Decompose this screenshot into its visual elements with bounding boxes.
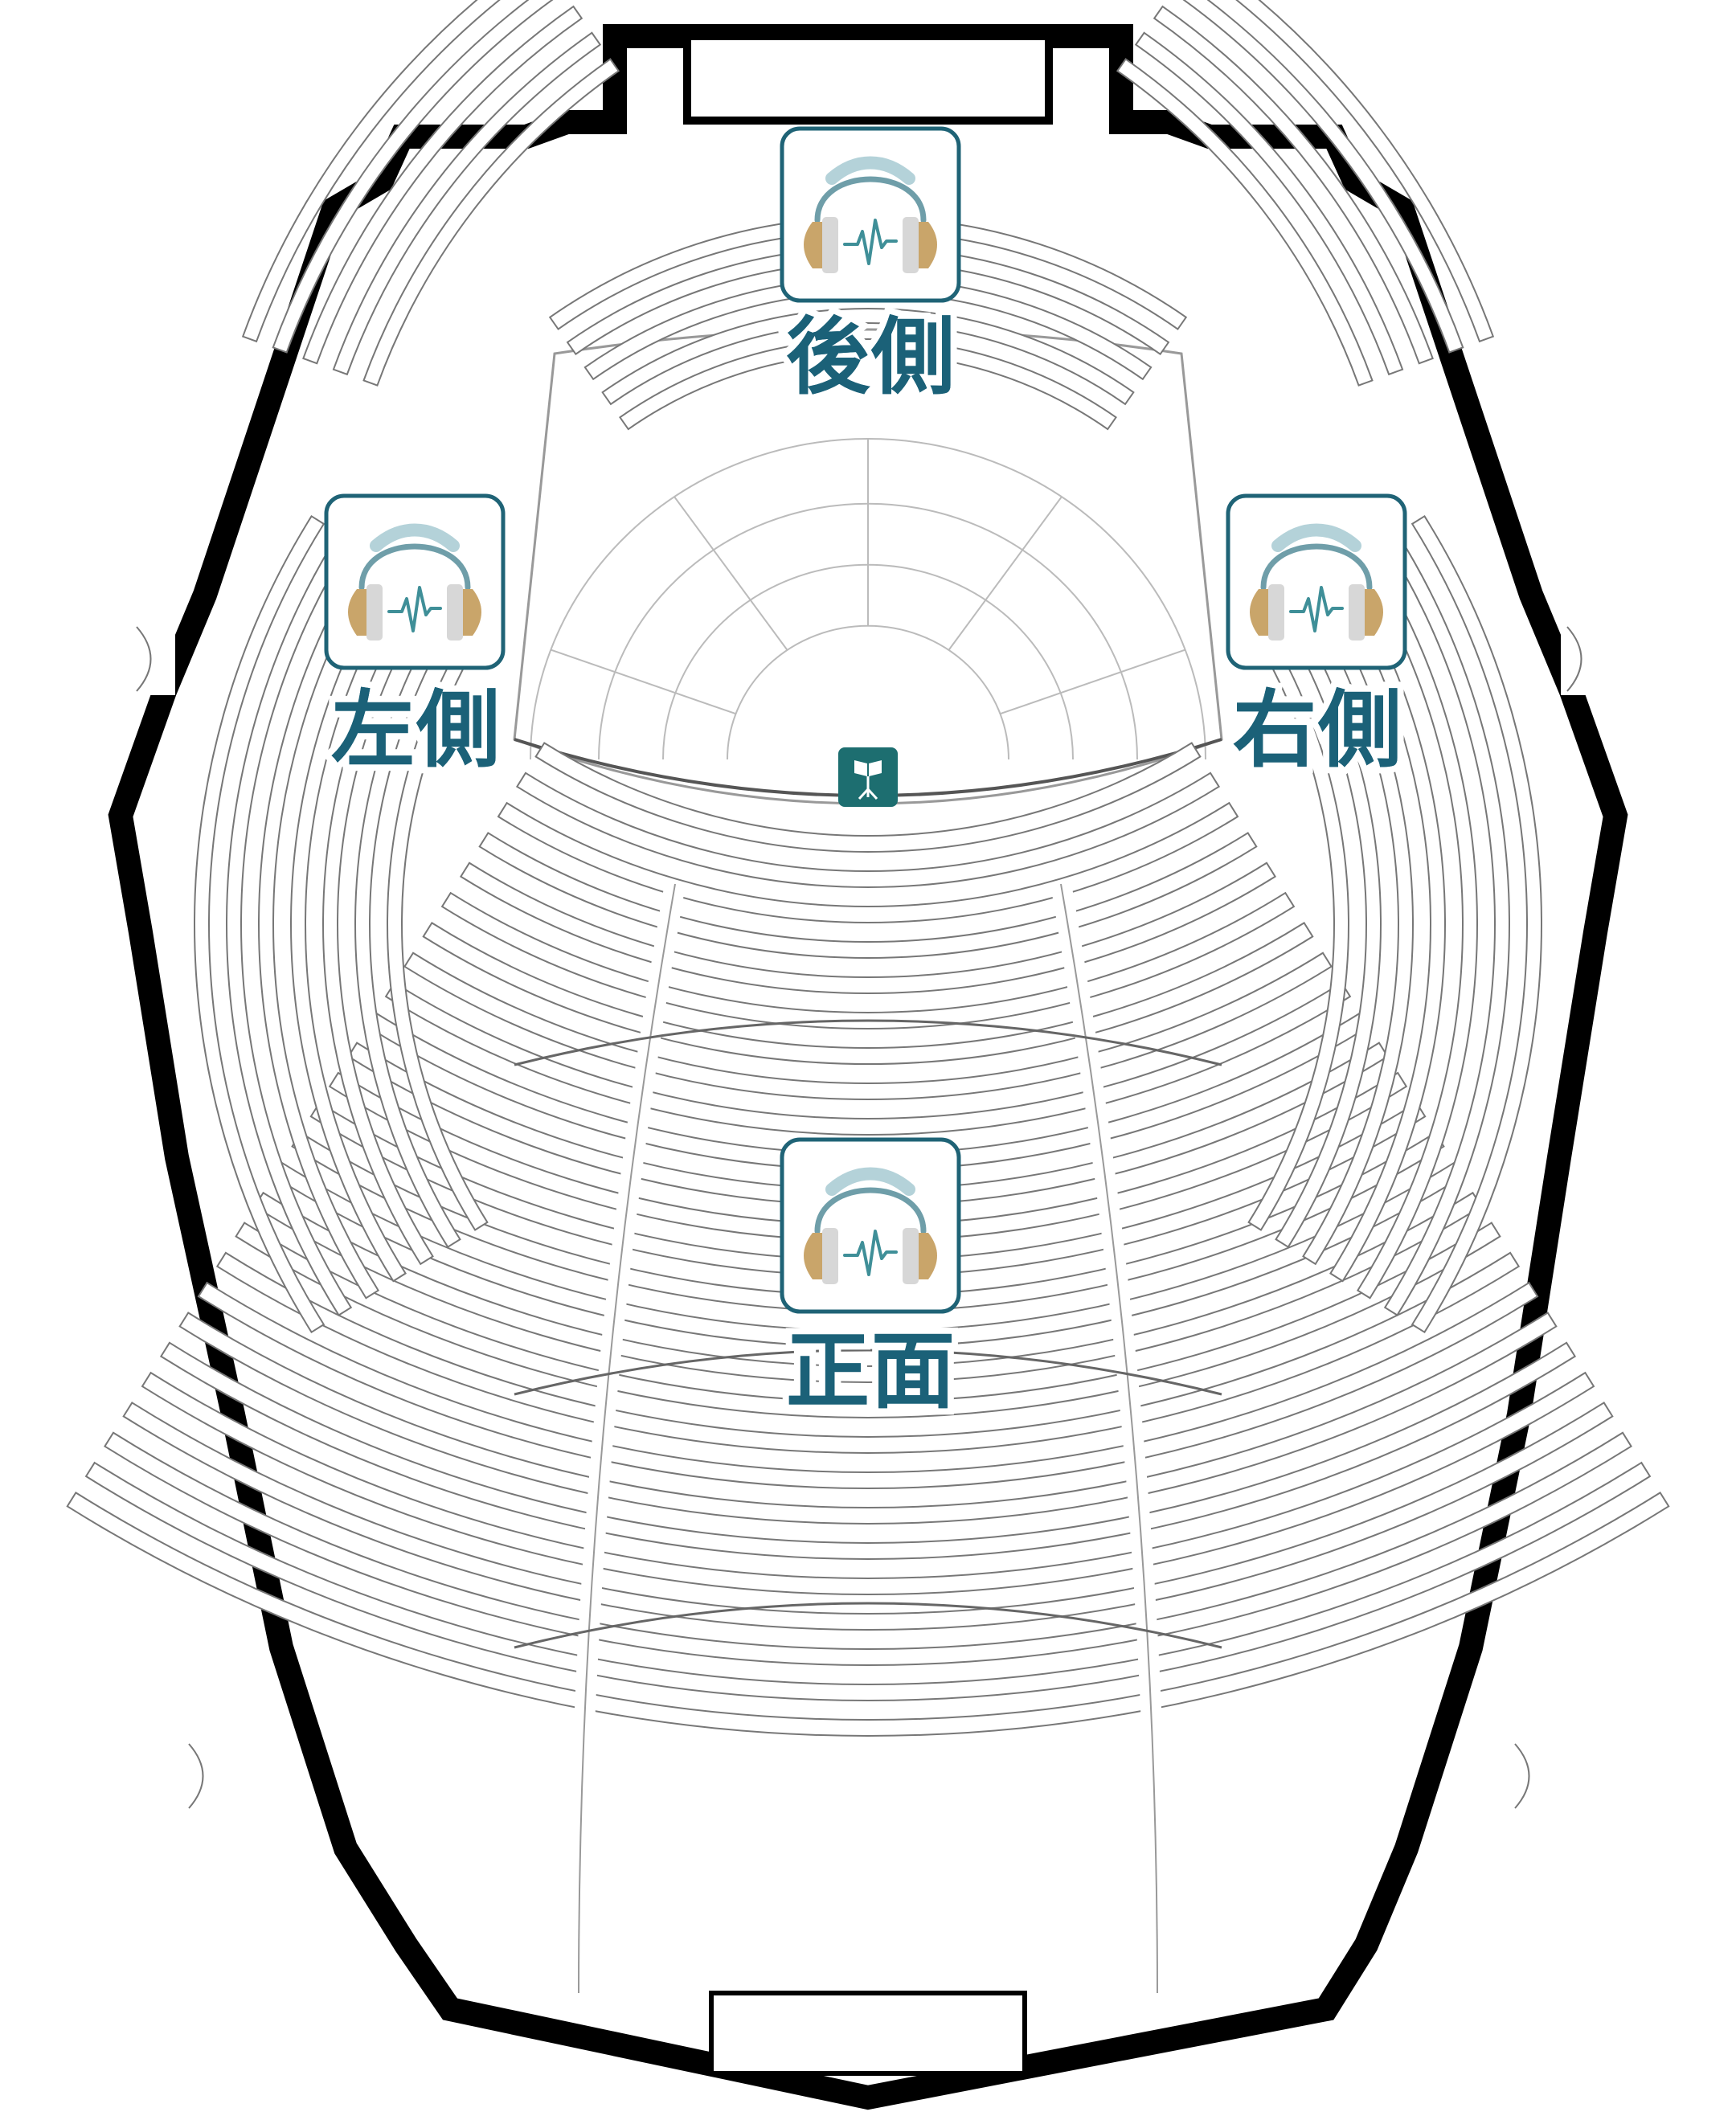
headphones-icon — [780, 1137, 961, 1314]
listen-left-button[interactable] — [323, 493, 506, 671]
label-rear: 後側後側 — [780, 308, 961, 406]
seating-blocks — [66, 0, 1670, 1994]
conductor-position[interactable] — [838, 747, 898, 807]
listen-front-button[interactable] — [779, 1136, 962, 1315]
headphones-icon — [780, 126, 961, 303]
label-left: 左側左側 — [325, 681, 506, 779]
stage-area — [513, 328, 1223, 805]
music-stand-icon — [838, 747, 898, 807]
hall-outer-walls — [108, 24, 1628, 2110]
listen-rear-button[interactable] — [779, 125, 962, 304]
label-front: 正面正面 — [780, 1322, 961, 1420]
label-right: 右側右側 — [1226, 681, 1408, 779]
headphones-icon — [324, 493, 506, 670]
listen-right-button[interactable] — [1225, 493, 1408, 671]
headphones-icon — [1226, 493, 1407, 670]
